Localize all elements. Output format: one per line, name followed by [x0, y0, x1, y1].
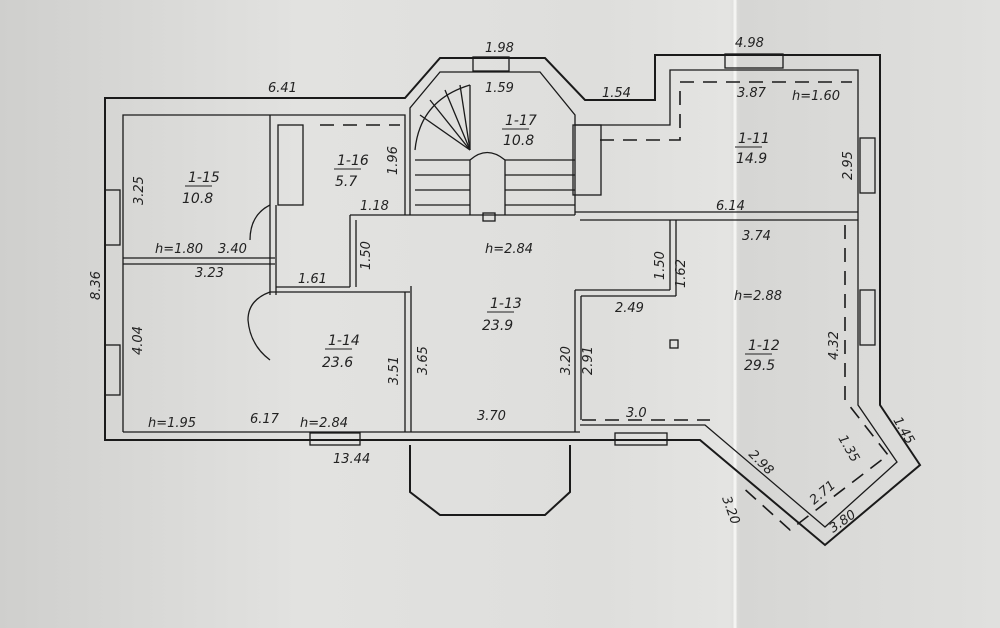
svg-text:4.04: 4.04	[131, 326, 146, 355]
svg-text:6.14: 6.14	[716, 199, 745, 214]
svg-text:3.74: 3.74	[742, 229, 771, 244]
svg-text:3.70: 3.70	[477, 409, 506, 424]
svg-text:10.8: 10.8	[182, 191, 213, 207]
svg-text:h=1.80: h=1.80	[155, 242, 203, 257]
svg-text:1.18: 1.18	[360, 199, 389, 214]
svg-text:1.98: 1.98	[485, 41, 514, 56]
svg-text:10.8: 10.8	[503, 133, 534, 149]
svg-text:4.98: 4.98	[735, 36, 764, 51]
room-1-12: 1-12 29.5	[744, 338, 780, 374]
svg-text:23.9: 23.9	[482, 318, 513, 334]
svg-text:3.20: 3.20	[559, 346, 574, 375]
staircase	[414, 84, 575, 222]
svg-text:13.44: 13.44	[333, 452, 370, 467]
ceiling-heights: h=1.60 h=2.84 h=2.88 h=1.80 h=1.95 h=2.8…	[148, 89, 840, 431]
svg-text:h=2.88: h=2.88	[734, 289, 782, 304]
room-1-16: 1-16 5.7	[334, 153, 369, 190]
dashed-line	[739, 225, 890, 532]
svg-text:1-14: 1-14	[328, 333, 360, 349]
svg-text:3.40: 3.40	[218, 242, 247, 257]
svg-text:6.17: 6.17	[250, 412, 280, 427]
svg-text:1.62: 1.62	[674, 259, 689, 288]
svg-text:3.20: 3.20	[718, 494, 742, 526]
svg-text:1-15: 1-15	[188, 170, 220, 186]
dimension-labels: 6.41 1.98 1.54 4.98 1.59 3.87 8.36 3.25 …	[89, 36, 917, 536]
svg-text:23.6: 23.6	[322, 355, 353, 371]
svg-text:5.7: 5.7	[335, 174, 357, 190]
svg-text:4.32: 4.32	[827, 331, 842, 360]
svg-text:1.61: 1.61	[298, 272, 327, 287]
svg-text:h=2.84: h=2.84	[300, 416, 348, 431]
outer-wall	[104, 54, 922, 547]
svg-text:1.50: 1.50	[653, 251, 668, 280]
svg-text:1.59: 1.59	[485, 81, 514, 96]
svg-text:14.9: 14.9	[736, 151, 767, 167]
column	[669, 339, 679, 349]
svg-text:2.95: 2.95	[841, 151, 856, 180]
room-1-17: 1-17 10.8	[502, 113, 537, 149]
svg-text:3.65: 3.65	[416, 346, 431, 375]
inner-wall-line	[409, 71, 576, 215]
room-1-14: 1-14 23.6	[322, 333, 360, 371]
svg-text:3.87: 3.87	[737, 86, 767, 101]
windows	[104, 53, 876, 446]
wardrobe	[277, 124, 304, 206]
inner-wall-line	[122, 114, 406, 432]
svg-text:8.36: 8.36	[89, 271, 104, 300]
svg-text:1-11: 1-11	[738, 131, 770, 147]
room-1-15: 1-15 10.8	[182, 170, 220, 207]
svg-text:h=1.95: h=1.95	[148, 416, 196, 431]
svg-text:2.71: 2.71	[807, 478, 839, 508]
svg-text:3.25: 3.25	[132, 176, 147, 205]
svg-text:1-16: 1-16	[337, 153, 369, 169]
porch	[409, 445, 571, 516]
room-1-11: 1-11 14.9	[735, 131, 770, 167]
svg-text:1-12: 1-12	[748, 338, 780, 354]
svg-text:h=2.84: h=2.84	[485, 242, 533, 257]
interior-walls	[123, 115, 858, 432]
svg-text:1.54: 1.54	[602, 86, 631, 101]
svg-text:1-13: 1-13	[490, 296, 522, 312]
svg-text:3.23: 3.23	[195, 266, 224, 281]
svg-text:h=1.60: h=1.60	[792, 89, 840, 104]
door	[247, 291, 271, 361]
svg-text:2.49: 2.49	[615, 301, 644, 316]
svg-text:1.45: 1.45	[890, 415, 917, 448]
svg-text:1-17: 1-17	[505, 113, 537, 129]
svg-text:29.5: 29.5	[744, 358, 775, 374]
svg-text:6.41: 6.41	[268, 81, 297, 96]
svg-text:1.50: 1.50	[359, 241, 374, 270]
fireplace	[572, 124, 602, 196]
svg-text:3.80: 3.80	[827, 507, 859, 536]
inner-wall-line	[575, 69, 898, 528]
room-1-13: 1-13 23.9	[482, 296, 522, 334]
svg-text:3.51: 3.51	[387, 356, 402, 385]
svg-text:3.0: 3.0	[626, 406, 647, 421]
svg-text:1.96: 1.96	[386, 146, 401, 175]
door	[249, 204, 271, 241]
svg-text:2.91: 2.91	[581, 346, 596, 375]
svg-text:1.35: 1.35	[835, 433, 862, 466]
